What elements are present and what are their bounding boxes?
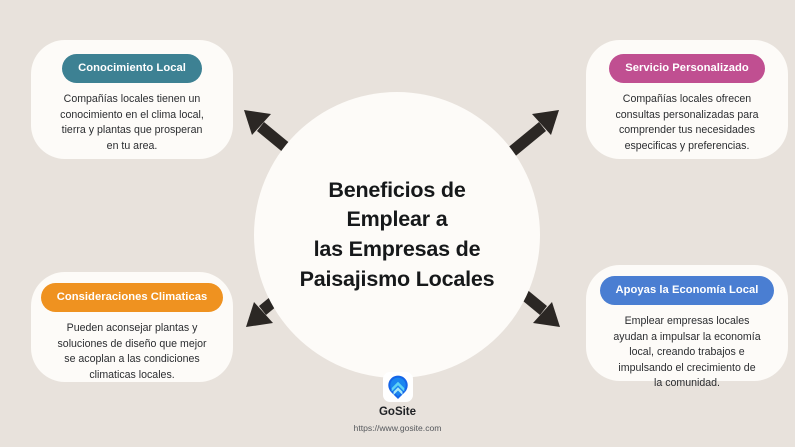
gosite-logo-tile [382,371,413,402]
card-label-consideraciones-climaticas: Consideraciones Climaticas [40,283,224,313]
card-body-conocimiento-local: Compañías locales tienen un conocimiento… [60,93,204,152]
center-hub: Beneficios de Emplear a las Empresas de … [254,92,540,378]
card-body-consideraciones-climaticas: Pueden aconsejar plantas y soluciones de… [57,322,207,381]
card-label-apoyas-la-economia-local: Apoyas la Economía Local [599,276,775,306]
card-consideraciones-climaticas[interactable]: Consideraciones Climaticas Pueden aconse… [31,272,233,382]
card-servicio-personalizado[interactable]: Servicio Personalizado Compañías locales… [586,40,788,159]
brand-name: GoSite [378,405,417,418]
card-label-servicio-personalizado: Servicio Personalizado [609,54,765,84]
card-conocimiento-local[interactable]: Conocimiento Local Compañías locales tie… [31,40,233,159]
arrow-up-right-icon [505,110,559,156]
page-title: Beneficios de Emplear a las Empresas de … [299,177,495,291]
brand-url[interactable]: https://www.gosite.com [353,423,442,434]
footer-branding: GoSite https://www.gosite.com [0,371,795,434]
card-label-conocimiento-local: Conocimiento Local [62,54,202,84]
card-body-servicio-personalizado: Compañías locales ofrecen consultas pers… [615,93,759,152]
card-body-apoyas-la-economia-local: Emplear empresas locales ayudan a impuls… [613,315,761,390]
card-apoyas-la-economia-local[interactable]: Apoyas la Economía Local Emplear empresa… [586,265,788,389]
gosite-pin-logo-icon [387,375,408,399]
